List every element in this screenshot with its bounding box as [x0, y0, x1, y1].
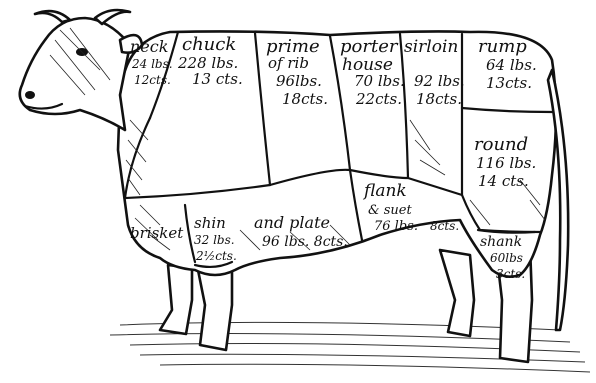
brisket-label: brisket: [130, 224, 184, 242]
round-price: 14 cts.: [478, 172, 529, 190]
flank-price: 8cts.: [430, 219, 459, 233]
flank-weight: 76 lbs.: [374, 219, 418, 234]
chuck-price: 13 cts.: [192, 70, 243, 88]
plate-detail: 96 lbs. 8cts.: [262, 234, 348, 250]
neck-label: neck: [130, 37, 168, 56]
prime-price: 18cts.: [282, 90, 328, 108]
neck-price: 12cts.: [134, 73, 171, 87]
sirloin-weight: 92 lbs.: [414, 72, 465, 90]
shin-label: shin: [194, 214, 226, 232]
cut-round: round 116 lbs. 14 cts.: [474, 134, 536, 190]
cut-brisket: brisket: [130, 224, 184, 242]
round-weight: 116 lbs.: [476, 154, 536, 172]
sirloin-price: 18cts.: [416, 90, 462, 108]
shank-weight: 60lbs: [490, 251, 523, 265]
prime-label-2: of rib: [268, 54, 309, 72]
plate-label: and plate: [254, 213, 330, 232]
rump-price: 13cts.: [486, 74, 532, 92]
shank-price: 3cts.: [496, 267, 525, 281]
flank-label: flank: [362, 181, 407, 201]
porter-label: porter: [340, 36, 399, 57]
porter-price: 22cts.: [355, 90, 402, 108]
sirloin-label: sirloin: [404, 37, 458, 57]
shin-weight: 32 lbs.: [194, 233, 235, 247]
chuck-label: chuck: [182, 34, 236, 55]
cut-neck: neck 24 lbs. 12cts.: [130, 37, 173, 87]
rump-label: rump: [478, 36, 527, 57]
round-label: round: [474, 134, 528, 155]
shank-label: shank: [480, 234, 522, 250]
flank-label-2: & suet: [368, 203, 412, 218]
prime-weight: 96lbs.: [276, 72, 322, 90]
porter-weight: 70 lbs.: [354, 72, 405, 90]
shin-price: 2½cts.: [195, 249, 237, 263]
rump-weight: 64 lbs.: [486, 56, 537, 74]
cow-head: [20, 10, 142, 130]
neck-weight: 24 lbs.: [131, 57, 173, 71]
